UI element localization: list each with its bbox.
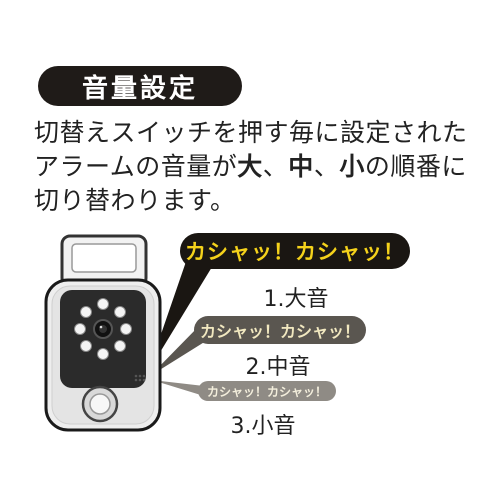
sound-bubble-medium: カシャッ！カシャッ！ — [194, 316, 366, 344]
device-clip-inner — [71, 243, 137, 273]
ir-led — [97, 298, 109, 310]
description-line-1: 切替えスイッチを押す毎に設定された — [34, 118, 468, 147]
alarm-device-illustration — [44, 234, 162, 432]
section-title: 音量設定 — [81, 73, 198, 104]
description-line-2: アラームの音量が大、中、小の順番に — [34, 150, 484, 184]
separator: 、 — [262, 152, 289, 181]
description-line-3: 切り替わります。 — [34, 186, 236, 215]
ir-led — [114, 340, 126, 352]
volume-small-word: 小 — [339, 152, 365, 181]
level-label-large: 1.大音 — [263, 287, 329, 312]
speaker-holes — [134, 374, 146, 382]
ir-led — [80, 340, 92, 352]
camera-lens-glint — [99, 325, 103, 329]
section-title-pill: 音量設定 — [38, 66, 242, 106]
separator: 、 — [313, 152, 340, 181]
motion-sensor-dome — [89, 393, 111, 415]
volume-large-word: 大 — [237, 152, 263, 181]
sound-bubble-large: カシャッ！カシャッ！ — [180, 233, 410, 269]
level-label-small: 3.小音 — [230, 414, 296, 439]
ir-led — [74, 323, 86, 335]
ir-led — [120, 323, 132, 335]
ir-led — [97, 348, 109, 360]
description-line-2-after: の順番に — [364, 152, 467, 181]
ir-led — [80, 306, 92, 318]
ir-led-ring — [74, 298, 132, 360]
description: 切替えスイッチを押す毎に設定された アラームの音量が大、中、小の順番に 切り替わ… — [34, 116, 484, 218]
ir-led — [114, 306, 126, 318]
sound-bubble-small: カシャッ！カシャッ！ — [198, 381, 336, 401]
level-label-medium: 2.中音 — [245, 355, 311, 380]
description-line-2-before: アラームの音量が — [34, 152, 238, 181]
volume-medium-word: 中 — [288, 152, 314, 181]
